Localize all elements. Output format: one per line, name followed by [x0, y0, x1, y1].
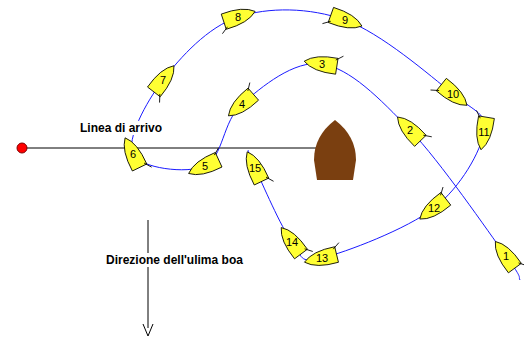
boat: 14 [272, 222, 312, 262]
boat-number: 1 [486, 236, 524, 276]
boat: 11 [464, 112, 504, 152]
boat-number: 8 [218, 0, 258, 37]
boat-number: 13 [302, 238, 342, 278]
boat-number: 10 [433, 74, 473, 114]
boat: 15 [235, 148, 275, 188]
committee-boat [314, 120, 356, 180]
boat: 13 [302, 238, 342, 278]
boat-number: 9 [325, 0, 365, 40]
boat-number: 7 [143, 60, 183, 100]
boat: 3 [302, 44, 342, 84]
boat-track [132, 10, 520, 280]
boat: 5 [185, 146, 225, 186]
boat-number: 3 [302, 44, 342, 84]
boat: 12 [414, 188, 454, 228]
boat-number: 6 [113, 134, 153, 174]
boat: 7 [143, 60, 183, 100]
arrow-head [143, 324, 153, 336]
boat: 1 [486, 236, 524, 276]
boat-number: 2 [390, 110, 430, 150]
boat-number: 5 [185, 146, 225, 186]
finish-line-label: Linea di arrivo [78, 121, 164, 135]
boat: 2 [390, 110, 430, 150]
boat: 8 [218, 0, 258, 37]
direction-arrow [148, 220, 149, 328]
boat: 6 [113, 134, 153, 174]
boat: 10 [433, 74, 473, 114]
boat: 9 [325, 0, 365, 40]
boat: 4 [222, 84, 262, 124]
boat-number: 4 [222, 84, 262, 124]
boat-number: 12 [414, 188, 454, 228]
direction-label: Direzione dell'ulima boa [104, 253, 245, 267]
finish-line [22, 148, 318, 149]
boat-number: 11 [464, 112, 504, 152]
boat-number: 15 [235, 148, 275, 188]
pin-buoy [17, 143, 27, 153]
boat-number: 14 [272, 222, 312, 262]
